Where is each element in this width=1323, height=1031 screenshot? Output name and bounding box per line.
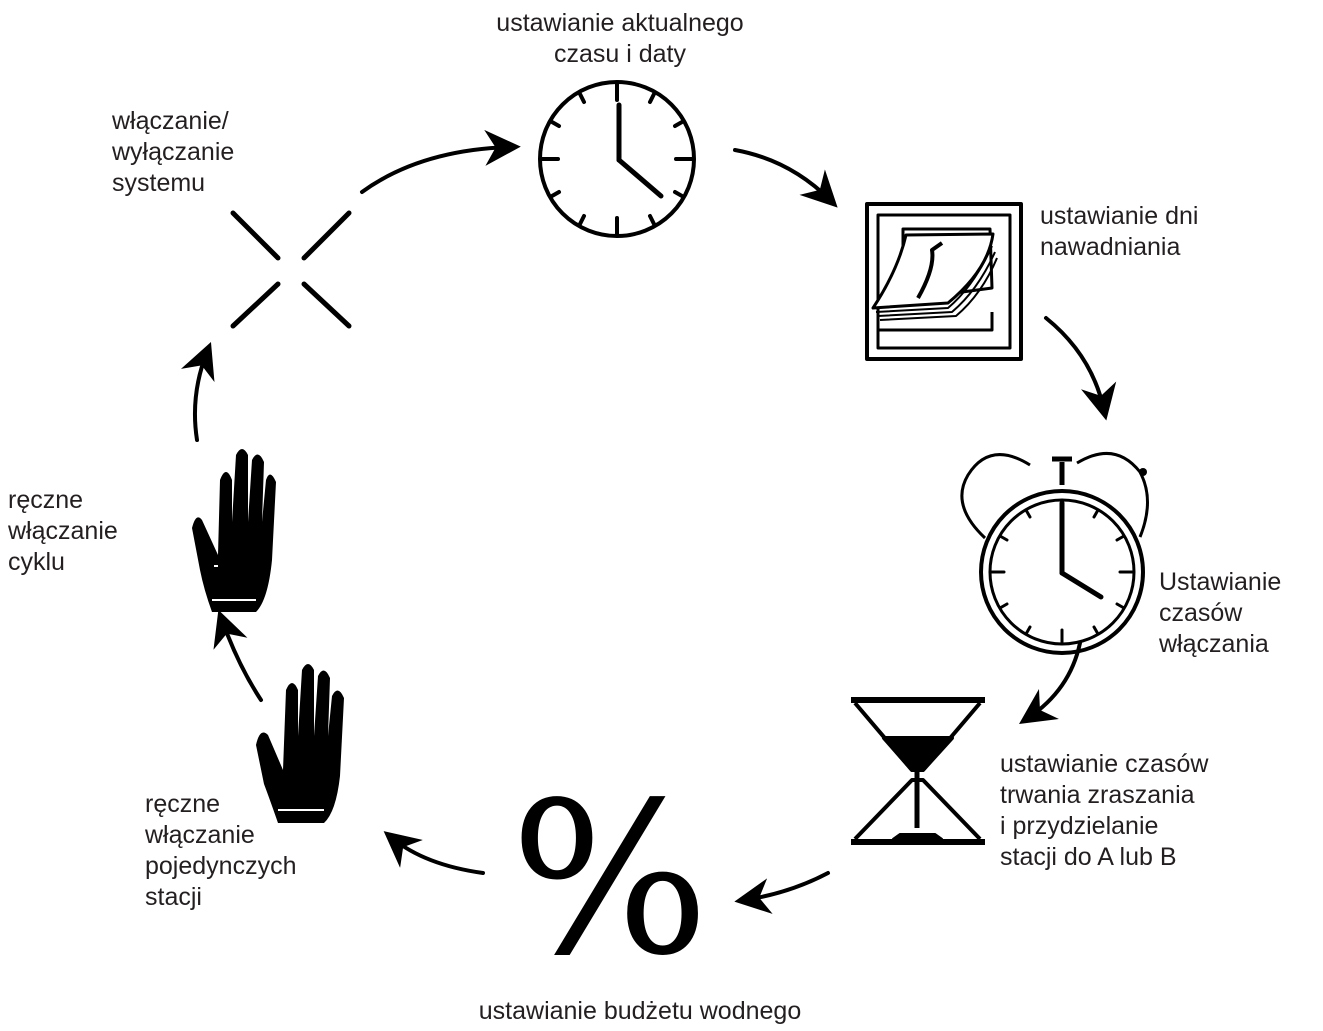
percent-icon: % [510, 757, 710, 1002]
x-off-icon [230, 210, 352, 329]
hand-icon [192, 449, 276, 612]
calendar-icon [865, 202, 1023, 361]
arrow-clock-to-calendar [733, 148, 838, 208]
alarm-clock-icon [960, 451, 1149, 655]
arrow-calendar-to-alarm [1044, 316, 1117, 421]
arrow-hourglass-to-percent [734, 871, 830, 914]
arrow-hand-large-to-off [180, 341, 215, 442]
clock-icon [538, 80, 696, 238]
arrow-hand-small-to-hand-large [213, 609, 263, 702]
label-calendar: ustawianie dni nawadniania [1040, 202, 1199, 261]
hourglass-icon [851, 697, 985, 845]
label-off: włączanie/ wyłączanie systemu [112, 107, 235, 197]
hand-icon [256, 664, 344, 823]
label-percent: ustawianie budżetu wodnego [478, 997, 802, 1025]
label-clock: ustawianie aktualnego czasu i daty [496, 9, 744, 68]
label-alarm: Ustawianie czasów włączania [1159, 568, 1282, 658]
label-hand-large: ręczne włączanie cyklu [8, 486, 118, 576]
arrow-off-to-clock [360, 129, 521, 194]
arrow-percent-to-hand-small [383, 831, 485, 875]
label-hourglass: ustawianie czasów trwania zraszania i pr… [1000, 750, 1209, 871]
label-hand-small: ręczne włączanie pojedynczych stacji [145, 790, 297, 911]
